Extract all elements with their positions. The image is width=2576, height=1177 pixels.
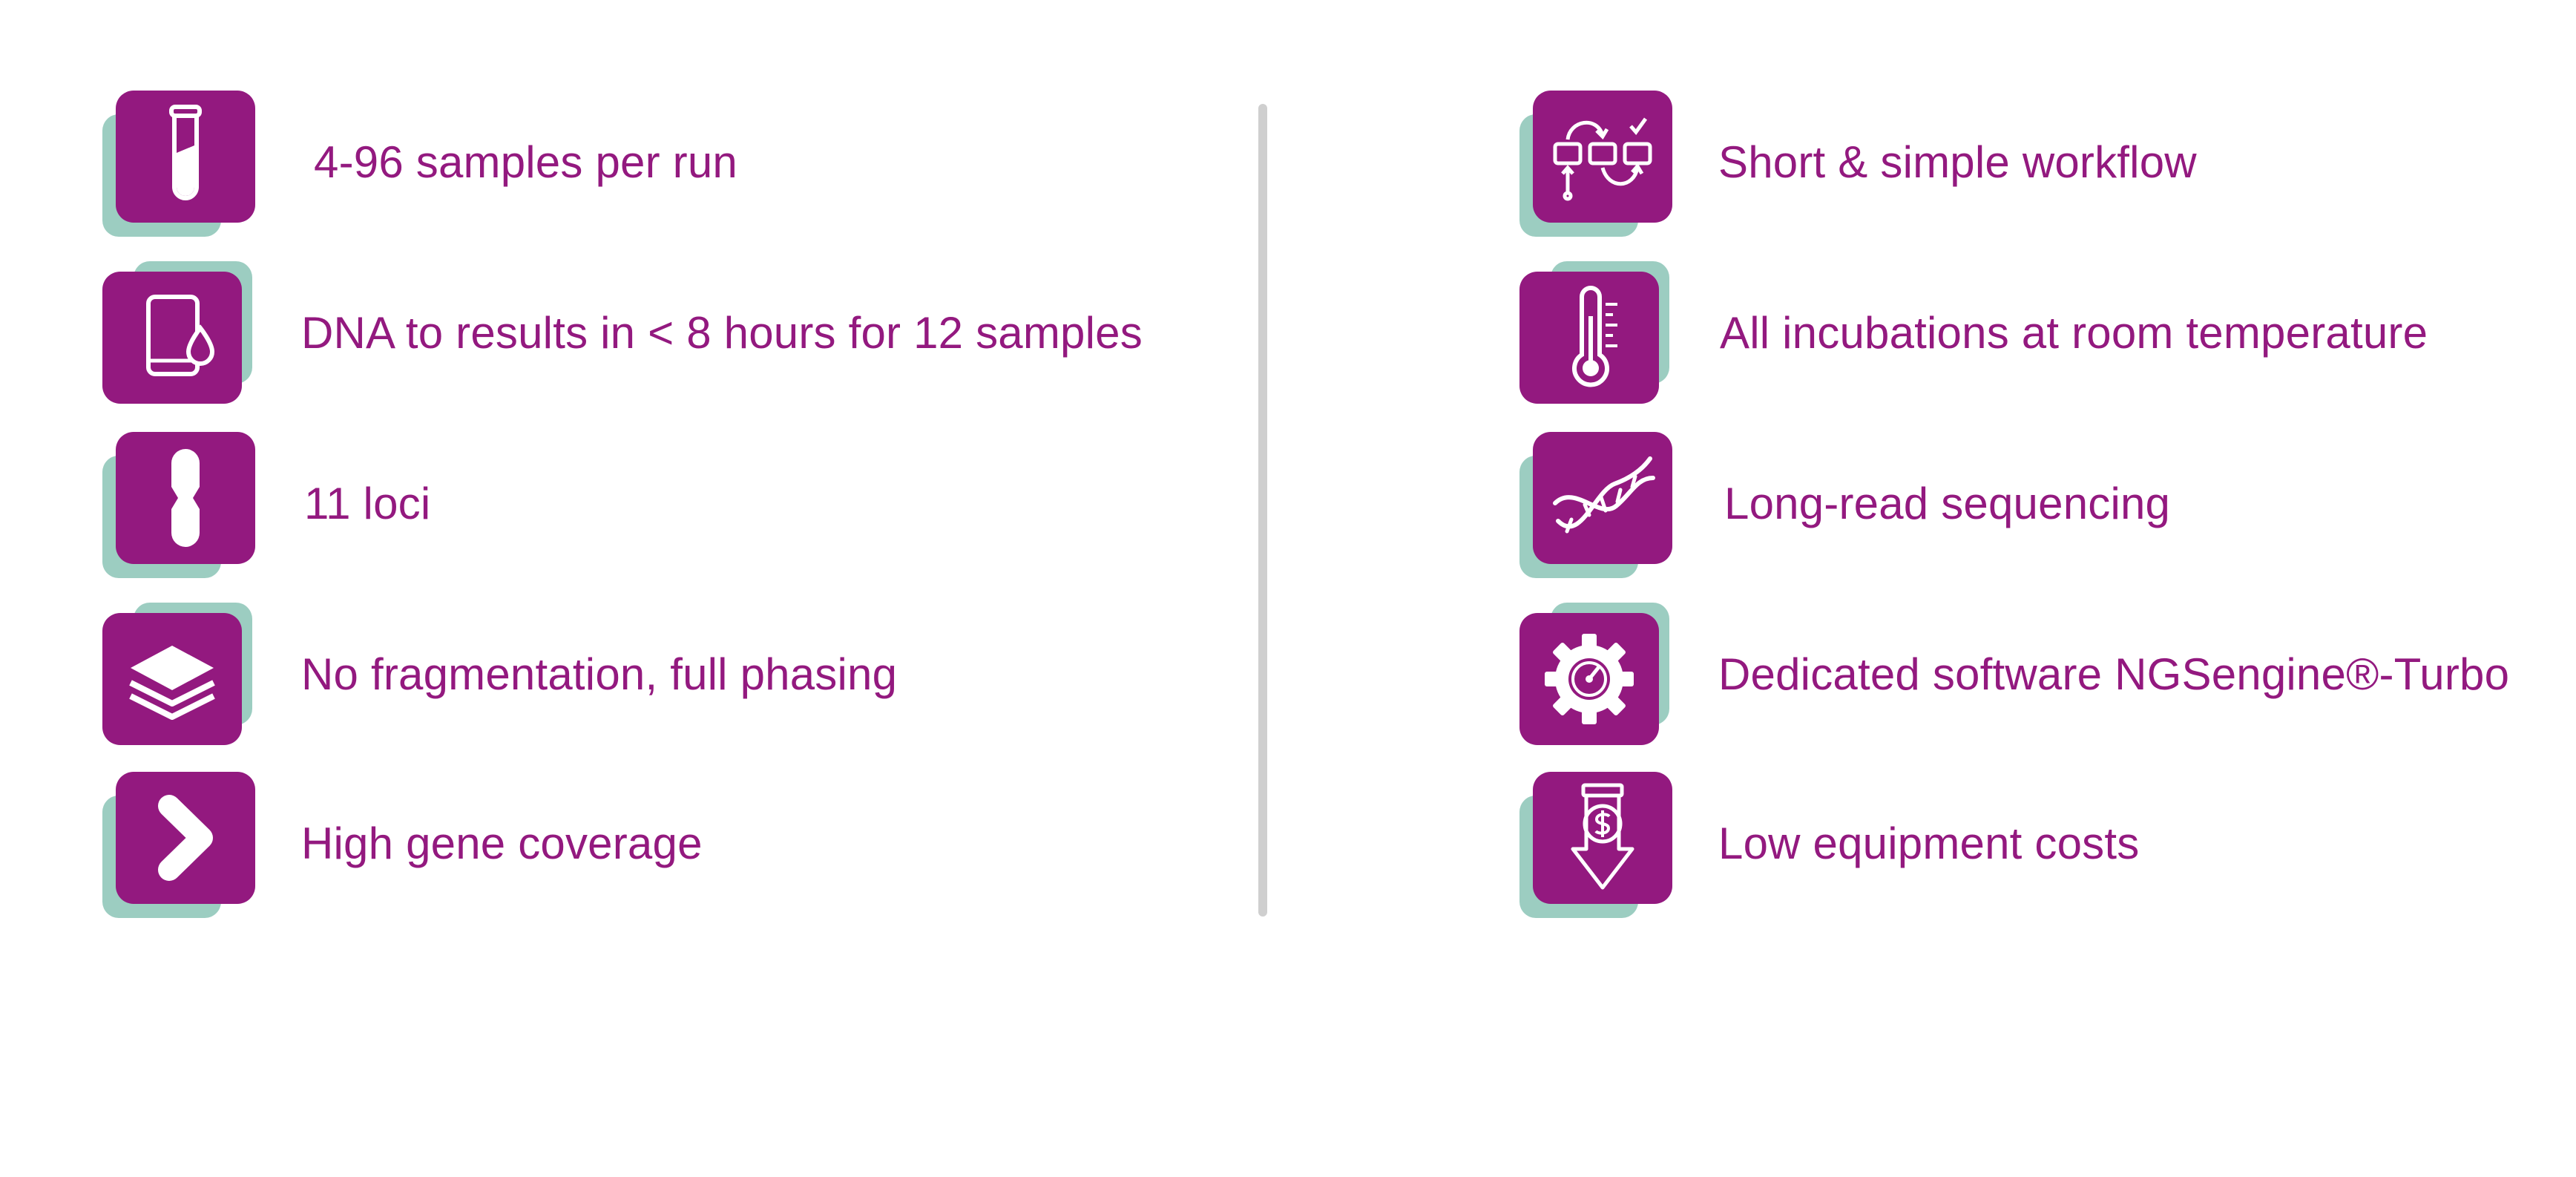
- chromosome-icon: [116, 432, 255, 564]
- column-divider: [1258, 104, 1267, 917]
- feature-label: High gene coverage: [301, 819, 703, 868]
- dna-helix-icon: [1533, 432, 1672, 564]
- workflow-icon: [1533, 91, 1672, 223]
- chevron-right-icon: [116, 772, 255, 904]
- feature-label: Long-read sequencing: [1724, 479, 2171, 528]
- cost-down-arrow-icon: [1533, 772, 1672, 904]
- gear-gauge-icon: [1519, 613, 1659, 745]
- feature-label: Dedicated software NGSengine®-Turbo: [1718, 649, 2510, 699]
- feature-label: No fragmentation, full phasing: [301, 649, 898, 699]
- feature-label: DNA to results in < 8 hours for 12 sampl…: [301, 308, 1143, 358]
- dna-sample-tube-icon: [102, 272, 242, 404]
- feature-label: 11 loci: [304, 479, 431, 528]
- thermometer-icon: [1519, 272, 1659, 404]
- feature-label: 4-96 samples per run: [314, 137, 737, 187]
- test-tube-icon: [116, 91, 255, 223]
- layers-icon: [102, 613, 242, 745]
- feature-label: Short & simple workflow: [1718, 137, 2197, 187]
- feature-label: All incubations at room temperature: [1720, 308, 2428, 358]
- feature-label: Low equipment costs: [1718, 819, 2140, 868]
